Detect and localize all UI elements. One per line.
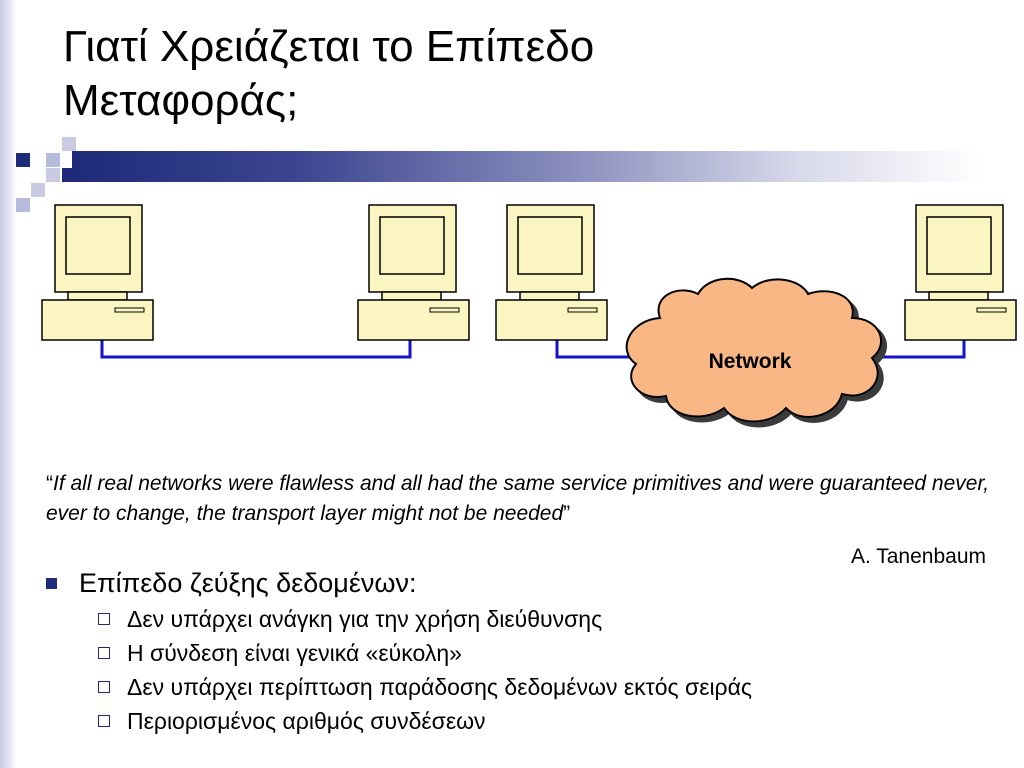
list-item: Περιορισμένος αριθμός συνδέσεων [98,704,986,738]
slide-title: Γιατί Χρειάζεται το Επίπεδο Μεταφοράς; [63,20,963,128]
hollow-square-bullet-icon [98,613,110,625]
sub-bullet-text: Η σύνδεση είναι γενικά «εύκολη» [127,640,462,666]
bullet-list: Επίπεδο ζεύξης δεδομένων: Δεν υπάρχει αν… [46,564,986,738]
square-bullet-icon [46,577,57,589]
slide-title-line1: Γιατί Χρειάζεται το Επίπεδο [63,22,595,71]
list-item: Δεν υπάρχει ανάγκη για την χρήση διεύθυν… [98,602,986,636]
link-left-pair [100,340,412,359]
slide-title-line2: Μεταφοράς; [63,76,299,125]
sub-bullet-text: Δεν υπάρχει περίπτωση παράδοσης δεδομένω… [127,674,753,700]
bullet-item: Επίπεδο ζεύξης δεδομένων: [46,564,986,602]
quote-author: A. Tanenbaum [850,545,986,568]
sub-bullet-text: Περιορισμένος αριθμός συνδέσεων [127,708,486,734]
computer-icon [41,204,154,341]
link-right-left-to-cloud [555,340,650,359]
hollow-square-bullet-icon [98,647,110,659]
list-item: Η σύνδεση είναι γενικά «εύκολη» [98,636,986,670]
hollow-square-bullet-icon [98,681,110,693]
network-diagram [41,204,1017,423]
quote-text: If all real networks were flawless and a… [46,472,990,525]
computer-icon [357,204,470,341]
link-cloud-to-right [860,340,966,359]
bullet-main-text: Επίπεδο ζεύξης δεδομένων: [79,568,417,598]
side-gradient-band [0,0,16,768]
computer-icon [904,204,1017,341]
sub-bullet-text: Δεν υπάρχει ανάγκη για την χρήση διεύθυν… [127,606,603,632]
sub-bullet-list: Δεν υπάρχει ανάγκη για την χρήση διεύθυν… [98,602,986,738]
list-item: Δεν υπάρχει περίπτωση παράδοσης δεδομένω… [98,670,986,704]
computer-icon [495,204,608,341]
quote-close-mark: ” [563,502,571,525]
tanenbaum-quote: “If all real networks were flawless and … [46,469,996,529]
network-cloud-icon [625,277,883,423]
quote-open-mark: “ [46,472,53,495]
hollow-square-bullet-icon [98,715,110,727]
network-label: Network [708,350,792,373]
title-underline-bar [72,151,982,182]
